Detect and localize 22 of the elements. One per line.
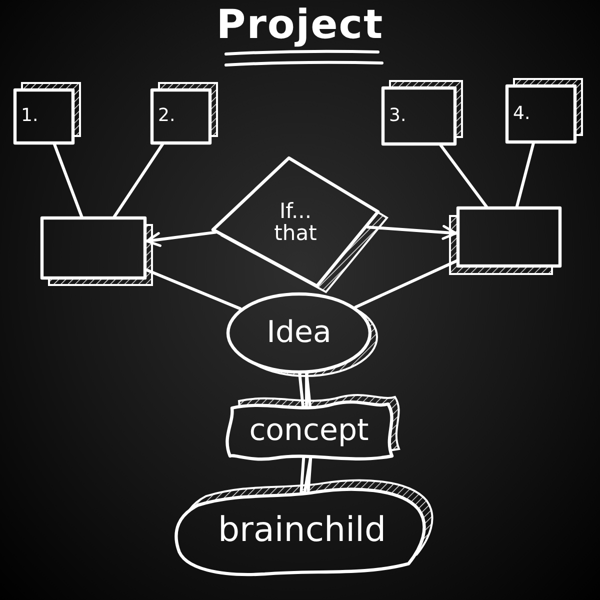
connector-line [52, 142, 84, 218]
box [149, 80, 220, 146]
banner-shape [223, 394, 402, 461]
node-label: concept [249, 415, 369, 447]
ellipse-shape [225, 291, 380, 379]
empty-box [447, 205, 563, 277]
box [12, 80, 83, 146]
node-label: If... that [273, 200, 318, 244]
connector-line [112, 142, 164, 218]
node-label: brainchild [218, 513, 386, 549]
empty-box [39, 215, 155, 288]
node-label: 3. [389, 106, 406, 126]
node-label: Idea [266, 317, 332, 349]
decision-diamond [210, 155, 390, 295]
node-label: 1. [21, 107, 38, 126]
box [504, 76, 585, 145]
connector-line [515, 142, 535, 208]
box [380, 78, 465, 147]
node-label: 2. [158, 107, 176, 126]
node-label: 4. [513, 104, 530, 124]
title: Project [216, 2, 384, 48]
connector-line [439, 144, 488, 208]
